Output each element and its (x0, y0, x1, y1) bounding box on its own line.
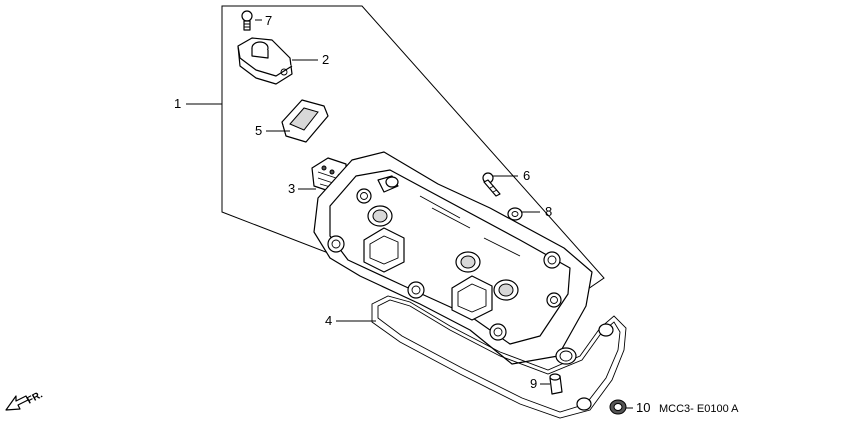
callout-number: 5 (255, 123, 262, 138)
gasket-part[interactable] (371, 295, 627, 419)
callout-number: 8 (545, 204, 552, 219)
callout-number: 3 (288, 181, 295, 196)
cap-part[interactable] (237, 37, 293, 85)
cylinder-head-cover[interactable] (313, 151, 593, 365)
dowel-pin-part[interactable] (549, 373, 563, 395)
callout-number: 2 (322, 52, 329, 67)
grommet-part[interactable] (281, 99, 329, 143)
front-direction-arrow-icon (5, 395, 29, 411)
callout-number: 7 (265, 13, 272, 28)
reference-code: MCC3- E0100 A (659, 403, 739, 415)
bolt-part[interactable] (241, 10, 253, 31)
seal-washer-part[interactable] (507, 207, 523, 221)
front-direction-label: FR. (25, 389, 45, 406)
callout-number: 9 (530, 376, 537, 391)
washer-bolt-part[interactable] (482, 172, 501, 197)
callout-number: 6 (523, 168, 530, 183)
callout-number: 10 (636, 400, 650, 415)
o-ring-part[interactable] (609, 399, 627, 415)
callout-number: 1 (174, 96, 181, 111)
callout-number: 4 (325, 313, 332, 328)
